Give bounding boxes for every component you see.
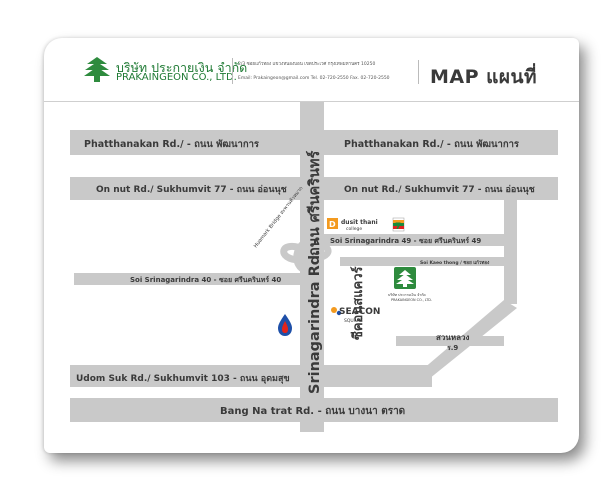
road-suanluang-lane — [396, 336, 504, 346]
map-title: MAP แผนที่ — [430, 66, 538, 88]
label-phatthanakan-left: Phatthanakan Rd./ - ถนน พัฒนาการ — [84, 139, 260, 150]
dusit-logo-icon: D — [327, 218, 338, 229]
huamark-bridge — [280, 238, 332, 274]
header-divider-2 — [418, 60, 419, 84]
company-address: 2/3 ซอยแก้วทอง แขวงหนองบอน เขตประเวศ กรุ… — [238, 62, 376, 67]
label-udomsuk: Udom Suk Rd./ Sukhumvit 103 - ถนน อุดมสุ… — [76, 374, 290, 384]
label-suanluang-1: สวนหลวง — [436, 333, 470, 342]
office-marker-icon — [394, 267, 416, 289]
label-soi-kaeothong: Soi Kaeo thong / ซอย แก้วทอง — [420, 259, 489, 266]
company-name-english: PRAKAINGEON CO., LTD. — [116, 72, 237, 83]
label-office-th: บริษัท ประกายเงิน จำกัด — [388, 293, 426, 297]
label-srinagarindra-en: Srinagarindra Rd. - — [307, 238, 323, 394]
label-soi49: Soi Srinagarindra 49 - ซอย ศรีนครินทร์ 4… — [330, 236, 481, 245]
label-onnut-right: On nut Rd./ Sukhumvit 77 - ถนน อ่อนนุช — [344, 184, 535, 195]
label-phatthanakan-right: Phatthanakan Rd./ - ถนน พัฒนาการ — [344, 139, 520, 150]
header: บริษัท ประกายเงิน จำกัด PRAKAINGEON CO.,… — [44, 38, 579, 102]
road-soi-kaeothong — [340, 257, 504, 266]
road-right-vertical — [504, 200, 517, 304]
map-card: บริษัท ประกายเงิน จำกัด PRAKAINGEON CO.,… — [44, 38, 579, 453]
company-contact: Email: Prakaingeon@gmail.com Tel. 02-720… — [238, 76, 390, 81]
svg-text:D: D — [329, 220, 336, 229]
seven-eleven-icon: 7 — [392, 217, 405, 232]
label-soi40: Soi Srinagarindra 40 - ซอย ศรีนครินทร์ 4… — [130, 275, 281, 284]
svg-text:7: 7 — [395, 222, 401, 232]
road-udomsuk — [70, 365, 432, 387]
label-seacon-en: SEACON — [339, 307, 380, 317]
ptt-station-icon — [278, 314, 292, 336]
label-bangna: Bang Na trat Rd. - ถนน บางนา ตราด — [220, 406, 405, 417]
seacon-logo-icon — [331, 307, 342, 316]
road-soi49 — [304, 234, 504, 246]
header-rule — [44, 101, 579, 102]
label-dusit-1: dusit thani — [341, 219, 378, 226]
label-onnut-left: On nut Rd./ Sukhumvit 77 - ถนน อ่อนนุช — [96, 184, 287, 195]
label-seacon-sub: SQUARE — [344, 318, 363, 324]
header-divider — [232, 58, 233, 84]
label-seacon-th: ซีคอนสแควร์ — [350, 266, 366, 340]
company-logo-icon — [84, 57, 110, 82]
label-suanluang-2: ร.9 — [447, 344, 458, 352]
label-office-en: PRAKAINGEON CO., LTD. — [391, 298, 432, 302]
company-name-thai: บริษัท ประกายเงิน จำกัด — [116, 60, 248, 75]
map-canvas: Phatthanakan Rd./ - ถนน พัฒนาการ Phattha… — [70, 102, 558, 432]
label-dusit-2: college — [346, 226, 362, 232]
label-srinagarindra-th: ถนน ศรีนครินทร์ — [305, 150, 323, 256]
road-soi40 — [74, 273, 300, 285]
